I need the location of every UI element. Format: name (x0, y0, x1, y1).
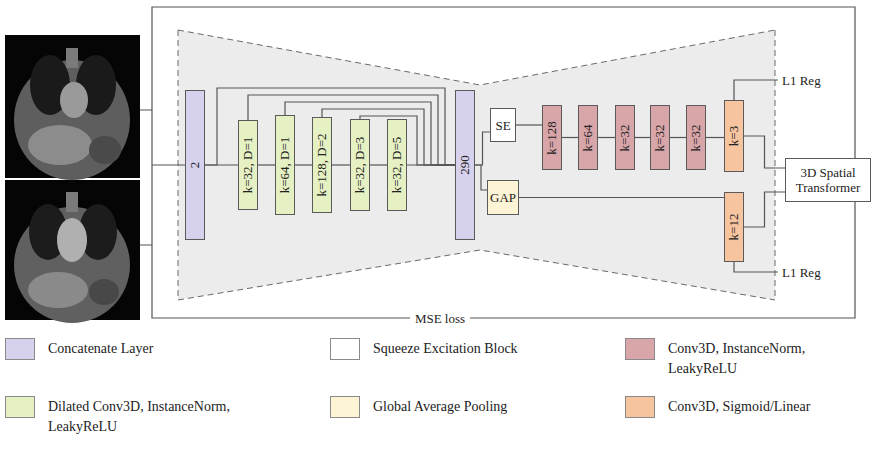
conv-block: k=32 (650, 105, 670, 170)
block-label: SE (495, 118, 510, 133)
spatial-transformer-box: 3D Spatial Transformer (785, 158, 871, 202)
legend-swatch (5, 338, 35, 360)
dilated-conv-block: k=32, D=5 (387, 119, 407, 211)
block-label: k=3 (727, 126, 741, 146)
legend-swatch (330, 396, 360, 418)
connector-line (258, 164, 275, 165)
dilated-conv-block: k=128, D=2 (312, 117, 332, 213)
dilated-conv-block: k=64, D=1 (275, 115, 295, 215)
block-label: k=32, D=3 (353, 137, 367, 194)
connector-line (598, 137, 615, 138)
block-label: k=32 (618, 124, 632, 151)
connector-line (706, 137, 724, 138)
block-label: k=64, D=1 (278, 137, 292, 194)
block-label: k=32, D=1 (241, 137, 255, 194)
block-label: k=12 (727, 214, 741, 241)
block-label: k=32 (653, 124, 667, 151)
block-label: k=128 (545, 121, 559, 154)
connector-line (635, 137, 650, 138)
mri-moving-image (5, 180, 140, 323)
legend-text: Conv3D, InstanceNorm, LeakyReLU (668, 339, 838, 379)
connector-line (516, 124, 542, 125)
legend-text: Global Average Pooling (373, 397, 613, 417)
connector-line (744, 136, 785, 168)
connector-line (475, 165, 487, 190)
connector-line (744, 192, 785, 227)
output-conv-block: k=3 (724, 100, 744, 172)
dilated-conv-block: k=32, D=3 (350, 119, 370, 211)
regularization-label: L1 Reg (782, 73, 821, 88)
block-label: 3D Spatial Transformer (788, 165, 868, 195)
legend-swatch (5, 396, 35, 418)
block-label: k=128, D=2 (315, 133, 329, 196)
conv-block: k=32 (615, 105, 635, 170)
network-region (178, 30, 775, 300)
global-average-pooling: GAP (487, 180, 519, 215)
block-label: 2 (188, 162, 202, 169)
legend-text: Concatenate Layer (48, 339, 288, 359)
block-label: GAP (490, 190, 516, 205)
connector-line (295, 164, 312, 165)
skip-connection (285, 102, 455, 165)
connector-line (562, 137, 578, 138)
connector-line (475, 132, 490, 165)
output-conv-block: k=12 (724, 192, 744, 262)
skip-connection (360, 116, 455, 165)
legend-text: Dilated Conv3D, InstanceNorm, LeakyReLU (48, 397, 253, 437)
data-flow-lines (140, 7, 855, 318)
regularization-label: L1 Reg (782, 265, 821, 280)
conv-block: k=128 (542, 105, 562, 170)
legend-swatch (625, 396, 655, 418)
mri-fixed-image (5, 35, 140, 180)
block-label: k=32, D=5 (390, 137, 404, 194)
connector-line (332, 164, 350, 165)
conv-block: k=32 (686, 105, 706, 170)
dilated-conv-block: k=32, D=1 (238, 120, 258, 210)
block-label: k=32 (689, 124, 703, 151)
connector-line (370, 164, 387, 165)
legend-text: Conv3D, Sigmoid/Linear (668, 397, 879, 417)
legend-swatch (625, 338, 655, 360)
legend-text: Squeeze Excitation Block (373, 339, 613, 359)
squeeze-excitation-block: SE (490, 108, 516, 142)
concatenate-layer: 2 (185, 90, 205, 240)
legend-swatch (330, 338, 360, 360)
connector-line (519, 197, 724, 198)
connector-line (670, 137, 686, 138)
loss-label: MSE loss (410, 311, 470, 326)
block-label: k=64 (581, 124, 595, 151)
block-label: 290 (458, 155, 472, 175)
concatenate-layer: 290 (455, 90, 475, 240)
conv-block: k=64 (578, 105, 598, 170)
